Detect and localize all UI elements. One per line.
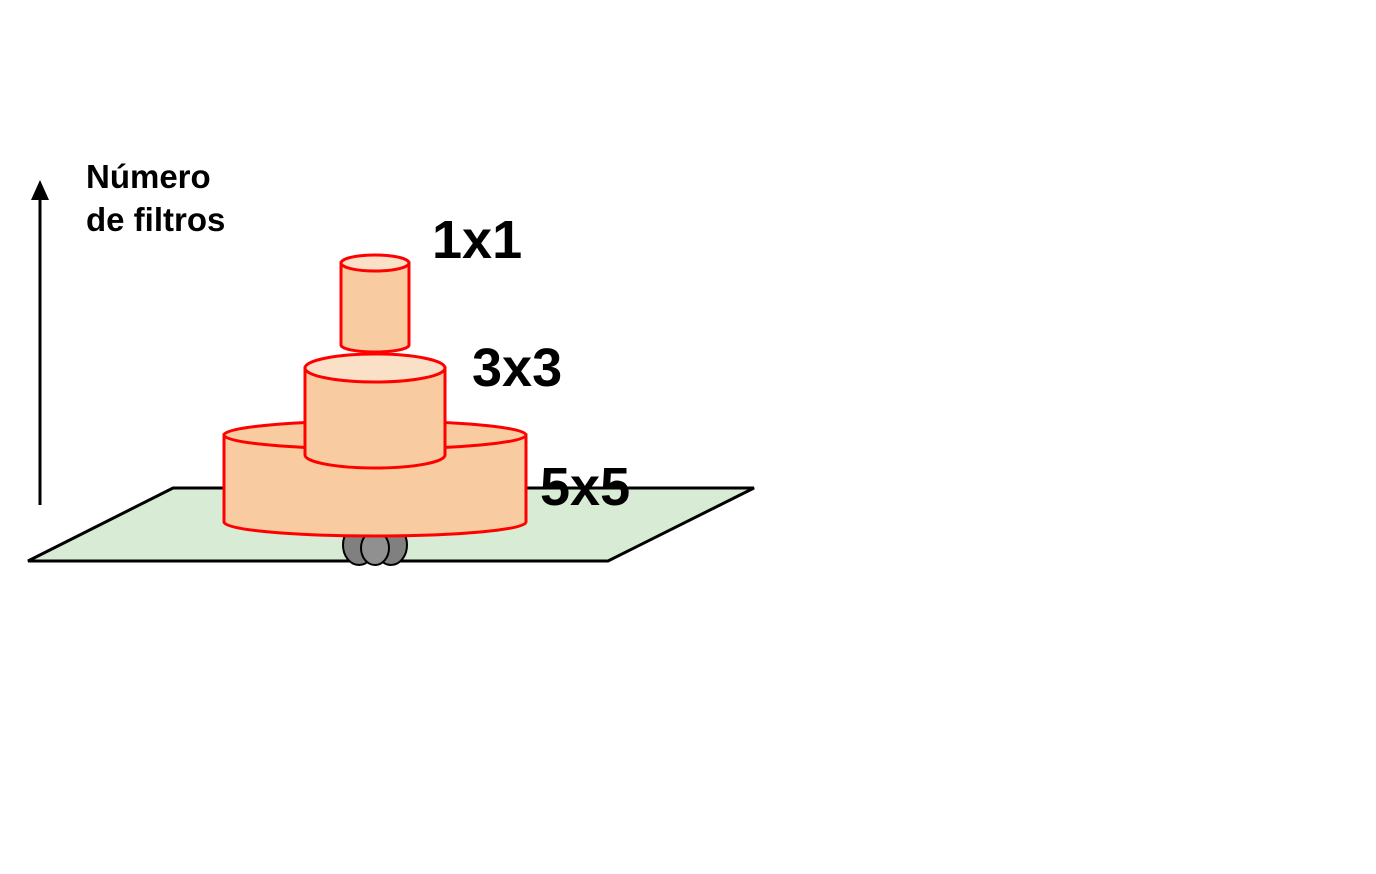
filter-label-3x3: 3x3: [472, 338, 562, 398]
vertical-axis-arrow: [31, 180, 49, 505]
filter-label-5x5: 5x5: [540, 457, 630, 517]
axis-label: Número de filtros: [86, 158, 225, 238]
axis-label-line2: de filtros: [86, 201, 225, 238]
cylinder-1x1: [339, 253, 411, 354]
cylinder-3x3: [303, 352, 447, 470]
filter-label-1x1: 1x1: [432, 210, 522, 270]
axis-label-line1: Número: [86, 158, 211, 195]
